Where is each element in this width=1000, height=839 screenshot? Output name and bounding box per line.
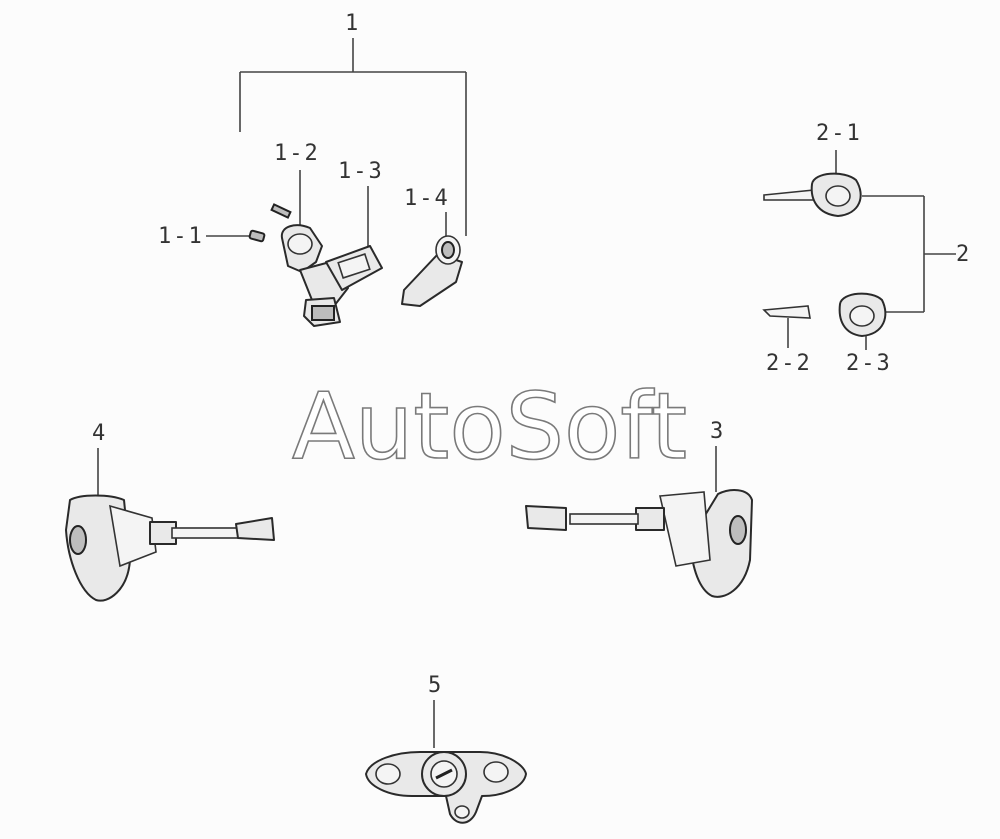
part-2-1-key xyxy=(763,172,862,217)
callout-2-1: 2-1 xyxy=(816,121,862,146)
part-1-1-screw xyxy=(248,229,266,243)
callout-1-4: 1-4 xyxy=(404,186,450,211)
part-5-plate-lock xyxy=(365,751,527,824)
group-1-bracket xyxy=(239,38,467,236)
callout-2-3: 2-3 xyxy=(846,351,892,376)
watermark-text: AutoSoft xyxy=(292,373,687,480)
callout-1-1: 1-1 xyxy=(158,224,204,249)
callout-1-3: 1-3 xyxy=(338,159,384,184)
part-1-3-ignition-switch xyxy=(325,245,383,291)
part-2-3-key-head xyxy=(838,292,887,337)
callout-3: 3 xyxy=(710,419,725,444)
callout-2: 2 xyxy=(956,242,971,267)
part-4-left-door-lock xyxy=(65,494,275,602)
callout-1: 1 xyxy=(345,11,360,36)
part-2-2-key-blade xyxy=(762,305,811,319)
callout-2-2: 2-2 xyxy=(766,351,812,376)
callout-5: 5 xyxy=(428,673,443,698)
callout-4: 4 xyxy=(92,421,107,446)
part-1-4-lock-cylinder xyxy=(401,235,463,307)
part-3-right-door-lock xyxy=(525,489,753,598)
callout-1-2: 1-2 xyxy=(274,141,320,166)
